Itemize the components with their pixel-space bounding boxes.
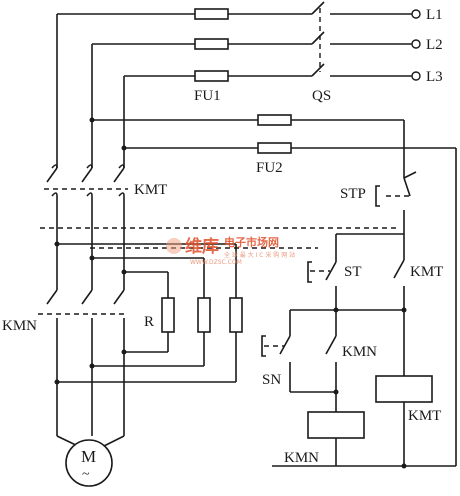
label-KMN-main: KMN bbox=[2, 318, 37, 334]
resistor-R1 bbox=[161, 297, 175, 333]
label-motor: M bbox=[81, 447, 96, 466]
watermark-sub1: 电子市场网 bbox=[224, 235, 279, 249]
label-STP: STP bbox=[340, 186, 366, 202]
fuse-FU2-b bbox=[257, 142, 292, 154]
label-KMT-main: KMT bbox=[134, 182, 167, 198]
main-circuit-lines bbox=[56, 14, 125, 436]
label-FU2: FU2 bbox=[256, 160, 283, 176]
resistor-R-network bbox=[57, 243, 243, 383]
motor-symbol bbox=[65, 439, 113, 487]
kmn-main-contacts bbox=[38, 289, 128, 315]
label-KMT-coil: KMT bbox=[408, 408, 441, 424]
supply-lines bbox=[57, 13, 412, 77]
label-R: R bbox=[144, 314, 154, 330]
label-KMN-aux: KMN bbox=[342, 344, 377, 360]
label-QS: QS bbox=[312, 88, 331, 104]
resistor-R2 bbox=[197, 297, 211, 333]
motor bbox=[56, 435, 125, 487]
kmn-coil bbox=[307, 411, 365, 439]
label-FU1: FU1 bbox=[194, 88, 221, 104]
kmt-coil bbox=[375, 375, 433, 403]
label-L1: L1 bbox=[426, 7, 443, 23]
fuse-FU2-a bbox=[257, 114, 292, 126]
terminal-L1 bbox=[411, 9, 421, 19]
terminal-L3 bbox=[411, 71, 421, 81]
watermark-url: WWW.DZSC.COM bbox=[190, 259, 242, 266]
watermark-brand: 维库 bbox=[185, 236, 219, 257]
fuse-FU1 bbox=[194, 8, 229, 82]
st-start-button bbox=[307, 261, 337, 310]
sn-button bbox=[261, 335, 291, 392]
label-SN: SN bbox=[262, 372, 281, 388]
stp-stop-button bbox=[375, 168, 417, 234]
supply-terminals bbox=[411, 9, 421, 81]
label-L3: L3 bbox=[426, 69, 443, 85]
control-circuit bbox=[92, 114, 405, 168]
resistor-R3 bbox=[229, 297, 243, 333]
label-ST: ST bbox=[344, 264, 362, 280]
label-L2: L2 bbox=[426, 37, 443, 53]
label-KMT-aux: KMT bbox=[410, 264, 443, 280]
watermark-sub2: 全 球 最 大 I C 采 购 网 站 bbox=[224, 251, 295, 259]
kmn-aux-contact bbox=[325, 335, 337, 392]
watermark-logo: 维库 电子市场网 全 球 最 大 I C 采 购 网 站 WWW.DZSC.CO… bbox=[166, 235, 295, 266]
label-KMN-coil: KMN bbox=[284, 450, 319, 466]
labels: L1 L2 L3 FU1 QS FU2 KMT STP ST KMT KMN R… bbox=[2, 7, 443, 482]
terminal-L2 bbox=[411, 39, 421, 49]
kmt-main-contacts bbox=[44, 164, 128, 197]
kmt-aux-contact bbox=[393, 259, 405, 376]
disconnect-switch-QS bbox=[311, 1, 325, 77]
label-motor-sym: ~ bbox=[82, 467, 90, 482]
